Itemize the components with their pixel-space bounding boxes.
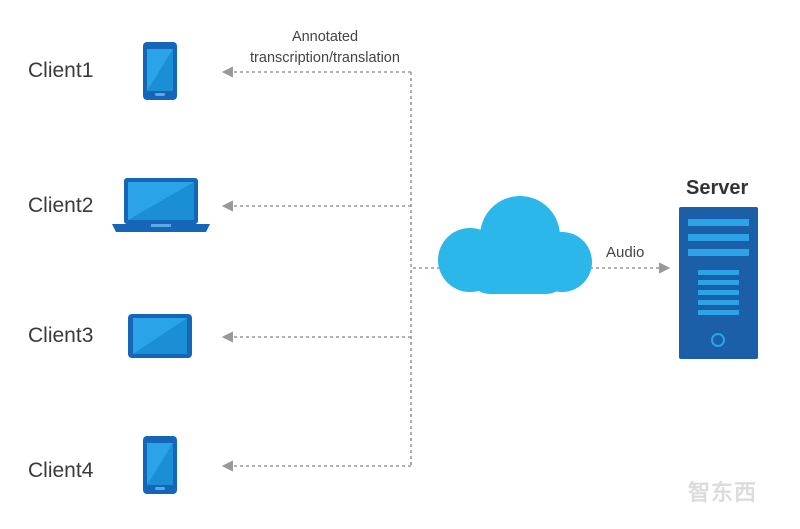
annotation-line1: Annotated	[291, 29, 359, 45]
phone-icon	[143, 42, 177, 100]
client4-label: Client4	[28, 459, 94, 482]
phone-icon	[143, 436, 177, 494]
cloud-icon	[438, 196, 592, 294]
client2-label: Client2	[28, 194, 94, 217]
server-icon	[679, 207, 758, 359]
client1-label: Client1	[28, 59, 94, 82]
audio-label: Audio	[606, 244, 645, 261]
annotation-label: Annotated transcription/translation	[225, 27, 425, 69]
laptop-icon	[112, 178, 210, 232]
client3-label: Client3	[28, 324, 94, 347]
tablet-icon	[128, 314, 192, 358]
annotation-line2: transcription/translation	[250, 50, 400, 66]
server-label: Server	[686, 177, 749, 199]
watermark-logo: 智东西	[688, 480, 758, 505]
